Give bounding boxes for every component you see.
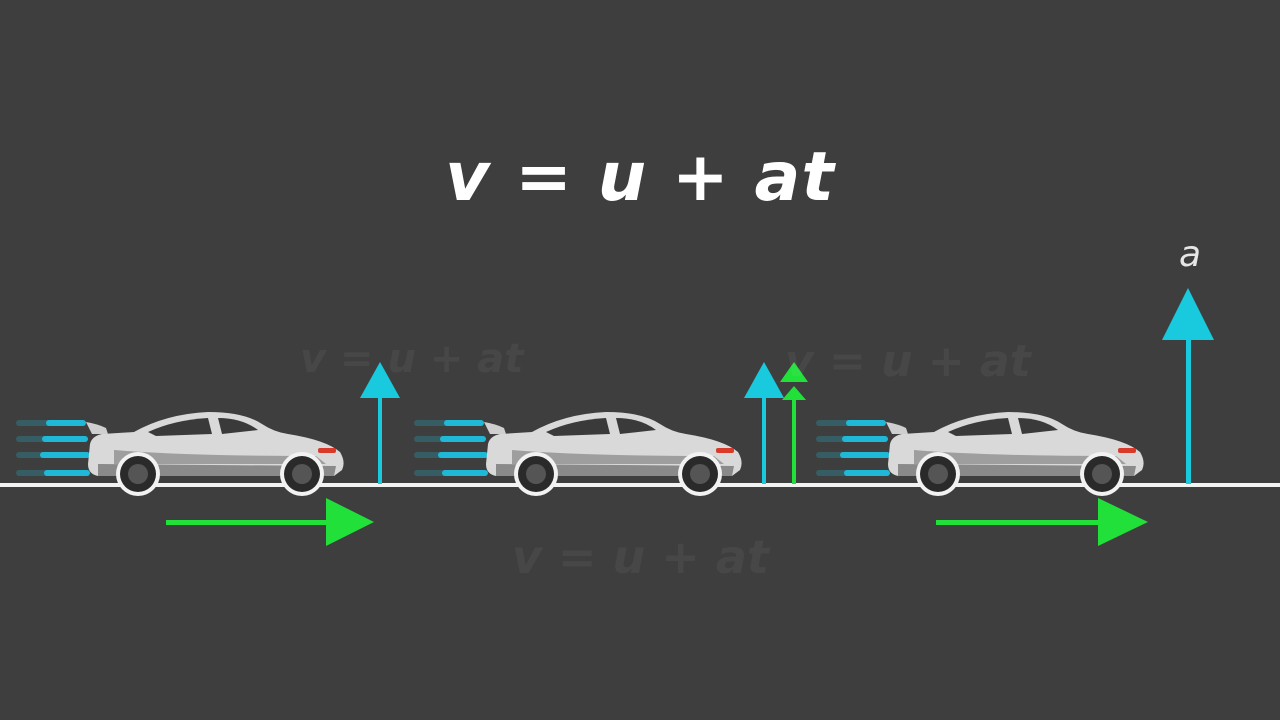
acceleration-arrow bbox=[744, 362, 784, 484]
velocity-arrow bbox=[166, 498, 374, 546]
acceleration-label: a bbox=[1178, 234, 1202, 275]
faded-equation: v = u + at bbox=[785, 336, 1031, 387]
acceleration-arrow bbox=[360, 362, 400, 484]
velocity-increment-arrow bbox=[780, 362, 808, 484]
faded-equation: v = u + at bbox=[300, 336, 523, 382]
acceleration-arrow bbox=[1162, 288, 1214, 484]
faded-equation: v = u + at bbox=[512, 530, 769, 584]
equation-title: v = u + at bbox=[445, 138, 835, 217]
road-line bbox=[0, 483, 1280, 487]
velocity-arrow bbox=[936, 498, 1148, 546]
